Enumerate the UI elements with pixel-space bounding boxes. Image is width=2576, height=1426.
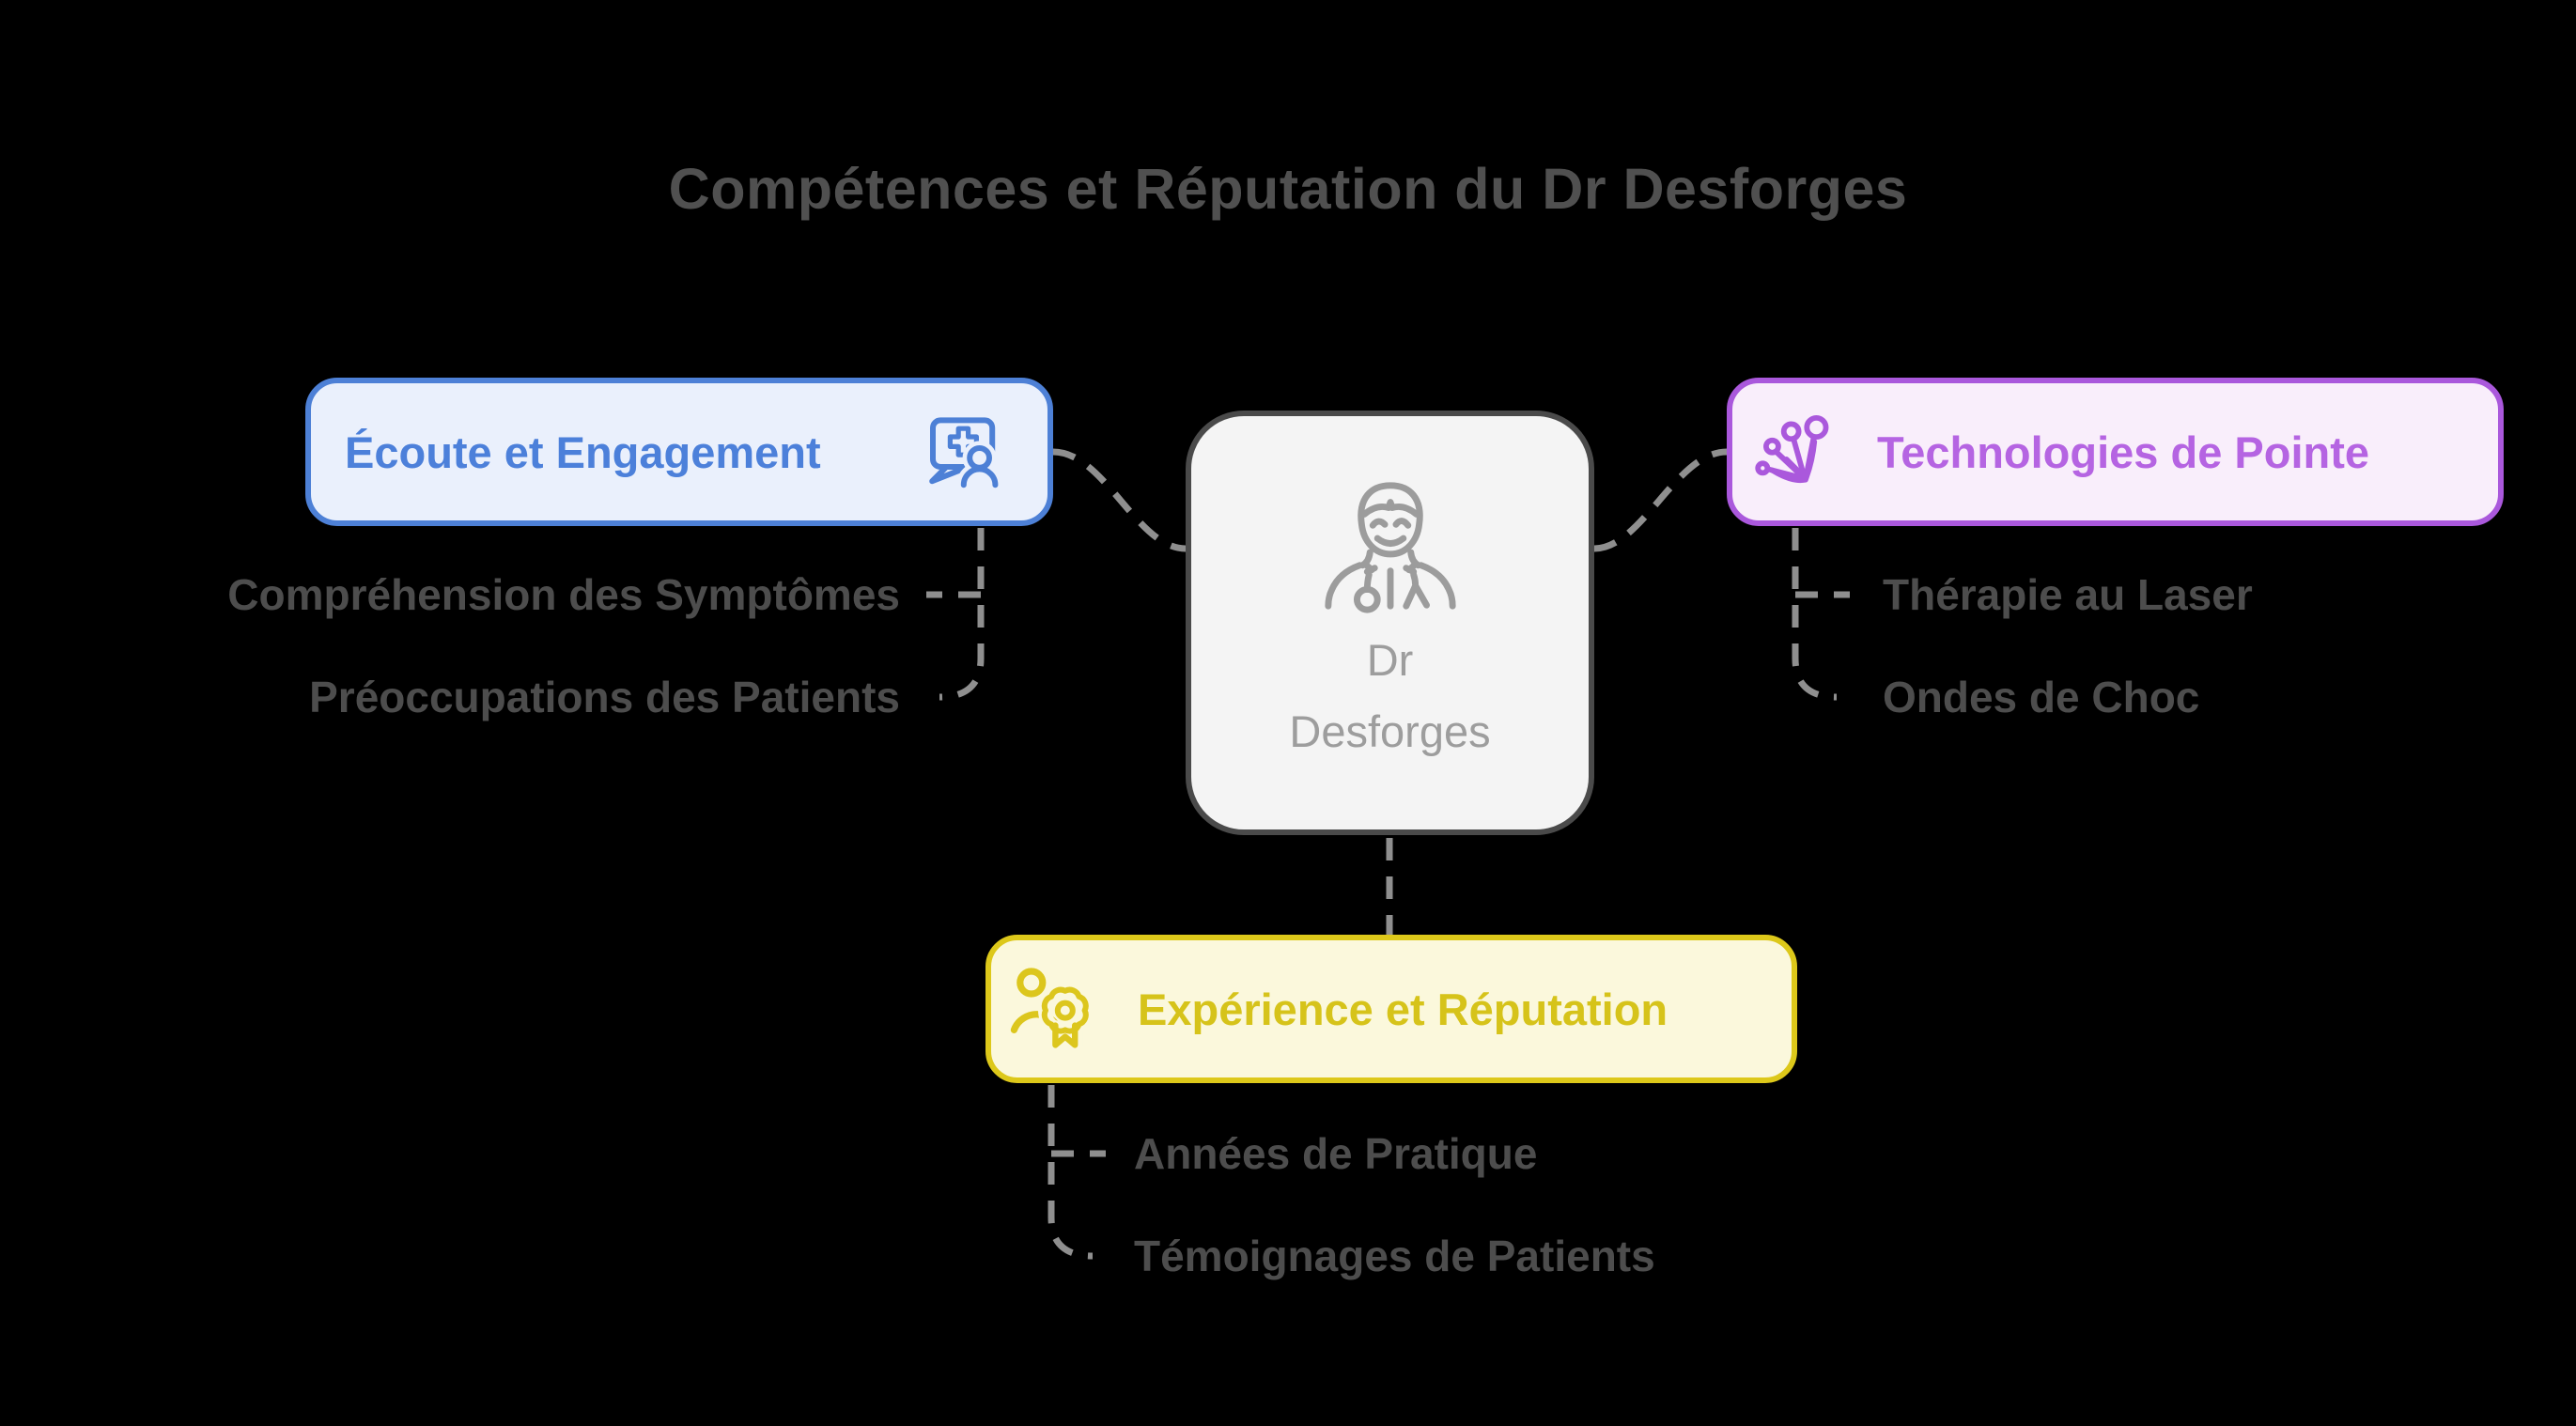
branch-node-exp: Expérience et Réputation (985, 935, 1797, 1083)
child-label-ondes-choc: Ondes de Choc (1883, 673, 2200, 721)
branch-node-ecoute: Écoute et Engagement (305, 378, 1053, 526)
edge-exp-children (1047, 1085, 1094, 1260)
edge-center-tech (1593, 448, 1728, 552)
central-node-dr-desforges: Dr Desforges (1186, 411, 1594, 835)
medical-chat-person-icon (929, 417, 1002, 492)
person-award-icon (1010, 968, 1093, 1053)
doctor-icon (1324, 482, 1456, 613)
edge-ecoute-center (1052, 448, 1187, 552)
child-label-preoccupations: Préoccupations des Patients (309, 673, 900, 721)
central-node-label: Dr Desforges (1289, 635, 1491, 756)
child-label-comprehension: Compréhension des Symptômes (227, 570, 900, 619)
branch-label: Expérience et Réputation (1138, 984, 1668, 1034)
laser-fiber-icon (1755, 414, 1829, 484)
edge-tech-children (1792, 528, 1838, 701)
child-label-annees-pratique: Années de Pratique (1134, 1129, 1538, 1178)
branch-label: Écoute et Engagement (345, 426, 821, 477)
child-label-therapie-laser: Thérapie au Laser (1883, 570, 2253, 619)
child-label-temoignages: Témoignages de Patients (1134, 1232, 1655, 1280)
page-title: Compétences et Réputation du Dr Desforge… (668, 157, 1908, 221)
branch-node-tech: Technologies de Pointe (1727, 378, 2504, 526)
edge-ecoute-children (939, 528, 985, 701)
branch-label: Technologies de Pointe (1877, 426, 2370, 477)
